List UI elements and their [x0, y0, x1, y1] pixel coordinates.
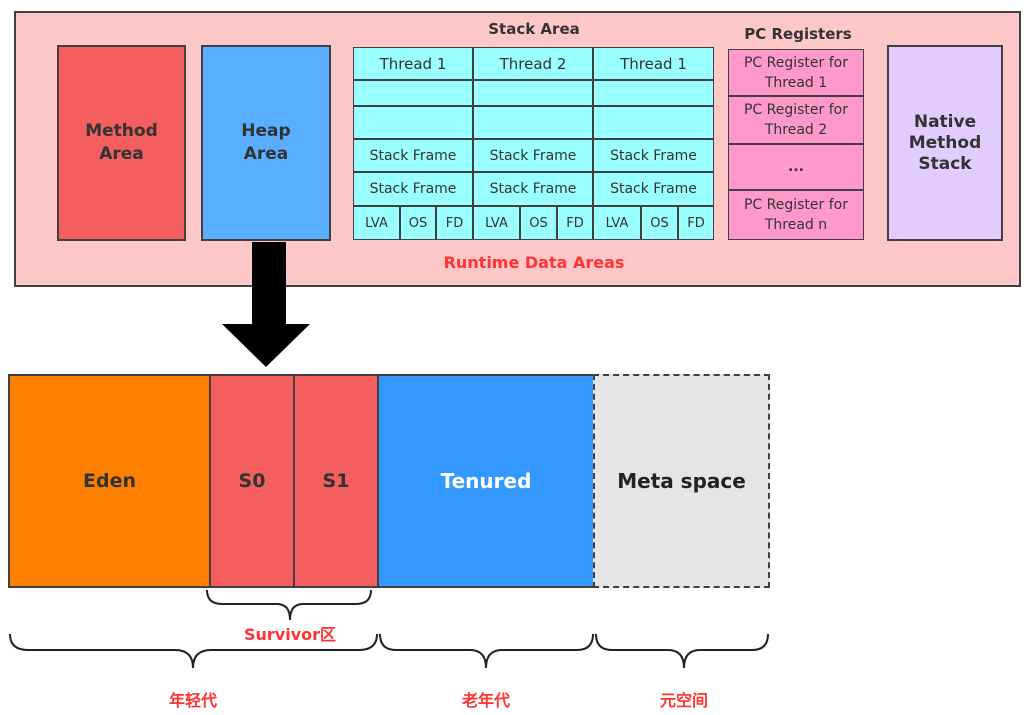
lva-cell: LVA	[473, 206, 520, 240]
eden-block: Eden	[8, 374, 211, 588]
lva-cell: LVA	[353, 206, 400, 240]
young-generation-label: 年轻代	[168, 691, 217, 710]
pc-register-cell: ...	[728, 144, 864, 190]
heap-area-block: Heap Area	[201, 45, 331, 241]
os-cell: OS	[400, 206, 436, 240]
meta-space-label: Meta space	[617, 469, 746, 493]
metaspace-brace	[595, 633, 769, 669]
os-cell: OS	[520, 206, 557, 240]
heap-area-label: Heap Area	[241, 121, 291, 164]
pc-register-label: PC Register for Thread 2	[743, 102, 848, 138]
survivor-s1-block: S1	[293, 374, 379, 588]
thread-header: Thread 2	[473, 47, 593, 80]
pc-register-cell: PC Register for Thread n	[728, 190, 864, 240]
fd-cell: FD	[678, 206, 714, 240]
stack-cell-empty	[353, 106, 473, 139]
native-method-stack-label: Native Method Stack	[908, 111, 982, 174]
stack-frame-cell: Stack Frame	[473, 172, 593, 206]
method-area-label: Method Area	[85, 121, 158, 164]
pc-register-cell: PC Register for Thread 2	[728, 96, 864, 144]
thread-header: Thread 1	[593, 47, 714, 80]
pc-register-label: PC Register for Thread n	[743, 197, 848, 233]
os-cell: OS	[641, 206, 678, 240]
pc-register-cell: PC Register for Thread 1	[728, 49, 864, 96]
stack-area-title: Stack Area	[488, 20, 580, 38]
metaspace-block: Meta space	[593, 374, 770, 588]
lva-cell: LVA	[593, 206, 641, 240]
stack-frame-cell: Stack Frame	[473, 139, 593, 172]
stack-cell-empty	[593, 80, 714, 106]
s1-label: S1	[322, 470, 350, 492]
stack-frame-cell: Stack Frame	[353, 139, 473, 172]
stack-cell-empty	[473, 106, 593, 139]
thread-header: Thread 1	[353, 47, 473, 80]
pc-registers-title: PC Registers	[744, 25, 852, 43]
stack-cell-empty	[593, 106, 714, 139]
pc-register-label: PC Register for Thread 1	[743, 54, 848, 91]
survivor-s0-block: S0	[209, 374, 295, 588]
stack-frame-cell: Stack Frame	[353, 172, 473, 206]
stack-frame-cell: Stack Frame	[593, 172, 714, 206]
eden-label: Eden	[83, 470, 136, 492]
method-area-block: Method Area	[57, 45, 186, 241]
tenured-block: Tenured	[377, 374, 595, 588]
tenured-label: Tenured	[440, 469, 532, 493]
survivor-brace	[206, 589, 372, 621]
runtime-data-areas-title: Runtime Data Areas	[443, 252, 625, 272]
young-generation-brace	[9, 633, 378, 669]
metaspace-region-label: 元空间	[659, 691, 708, 710]
old-generation-brace	[379, 633, 594, 669]
s0-label: S0	[238, 470, 266, 492]
fd-cell: FD	[436, 206, 473, 240]
stack-cell-empty	[473, 80, 593, 106]
pc-register-ellipsis: ...	[788, 159, 804, 175]
down-arrow	[222, 242, 310, 367]
survivor-region-label: Survivor区	[243, 625, 337, 644]
old-generation-label: 老年代	[461, 691, 510, 710]
native-method-stack-block: Native Method Stack	[887, 45, 1003, 241]
stack-frame-cell: Stack Frame	[593, 139, 714, 172]
stack-cell-empty	[353, 80, 473, 106]
fd-cell: FD	[557, 206, 593, 240]
